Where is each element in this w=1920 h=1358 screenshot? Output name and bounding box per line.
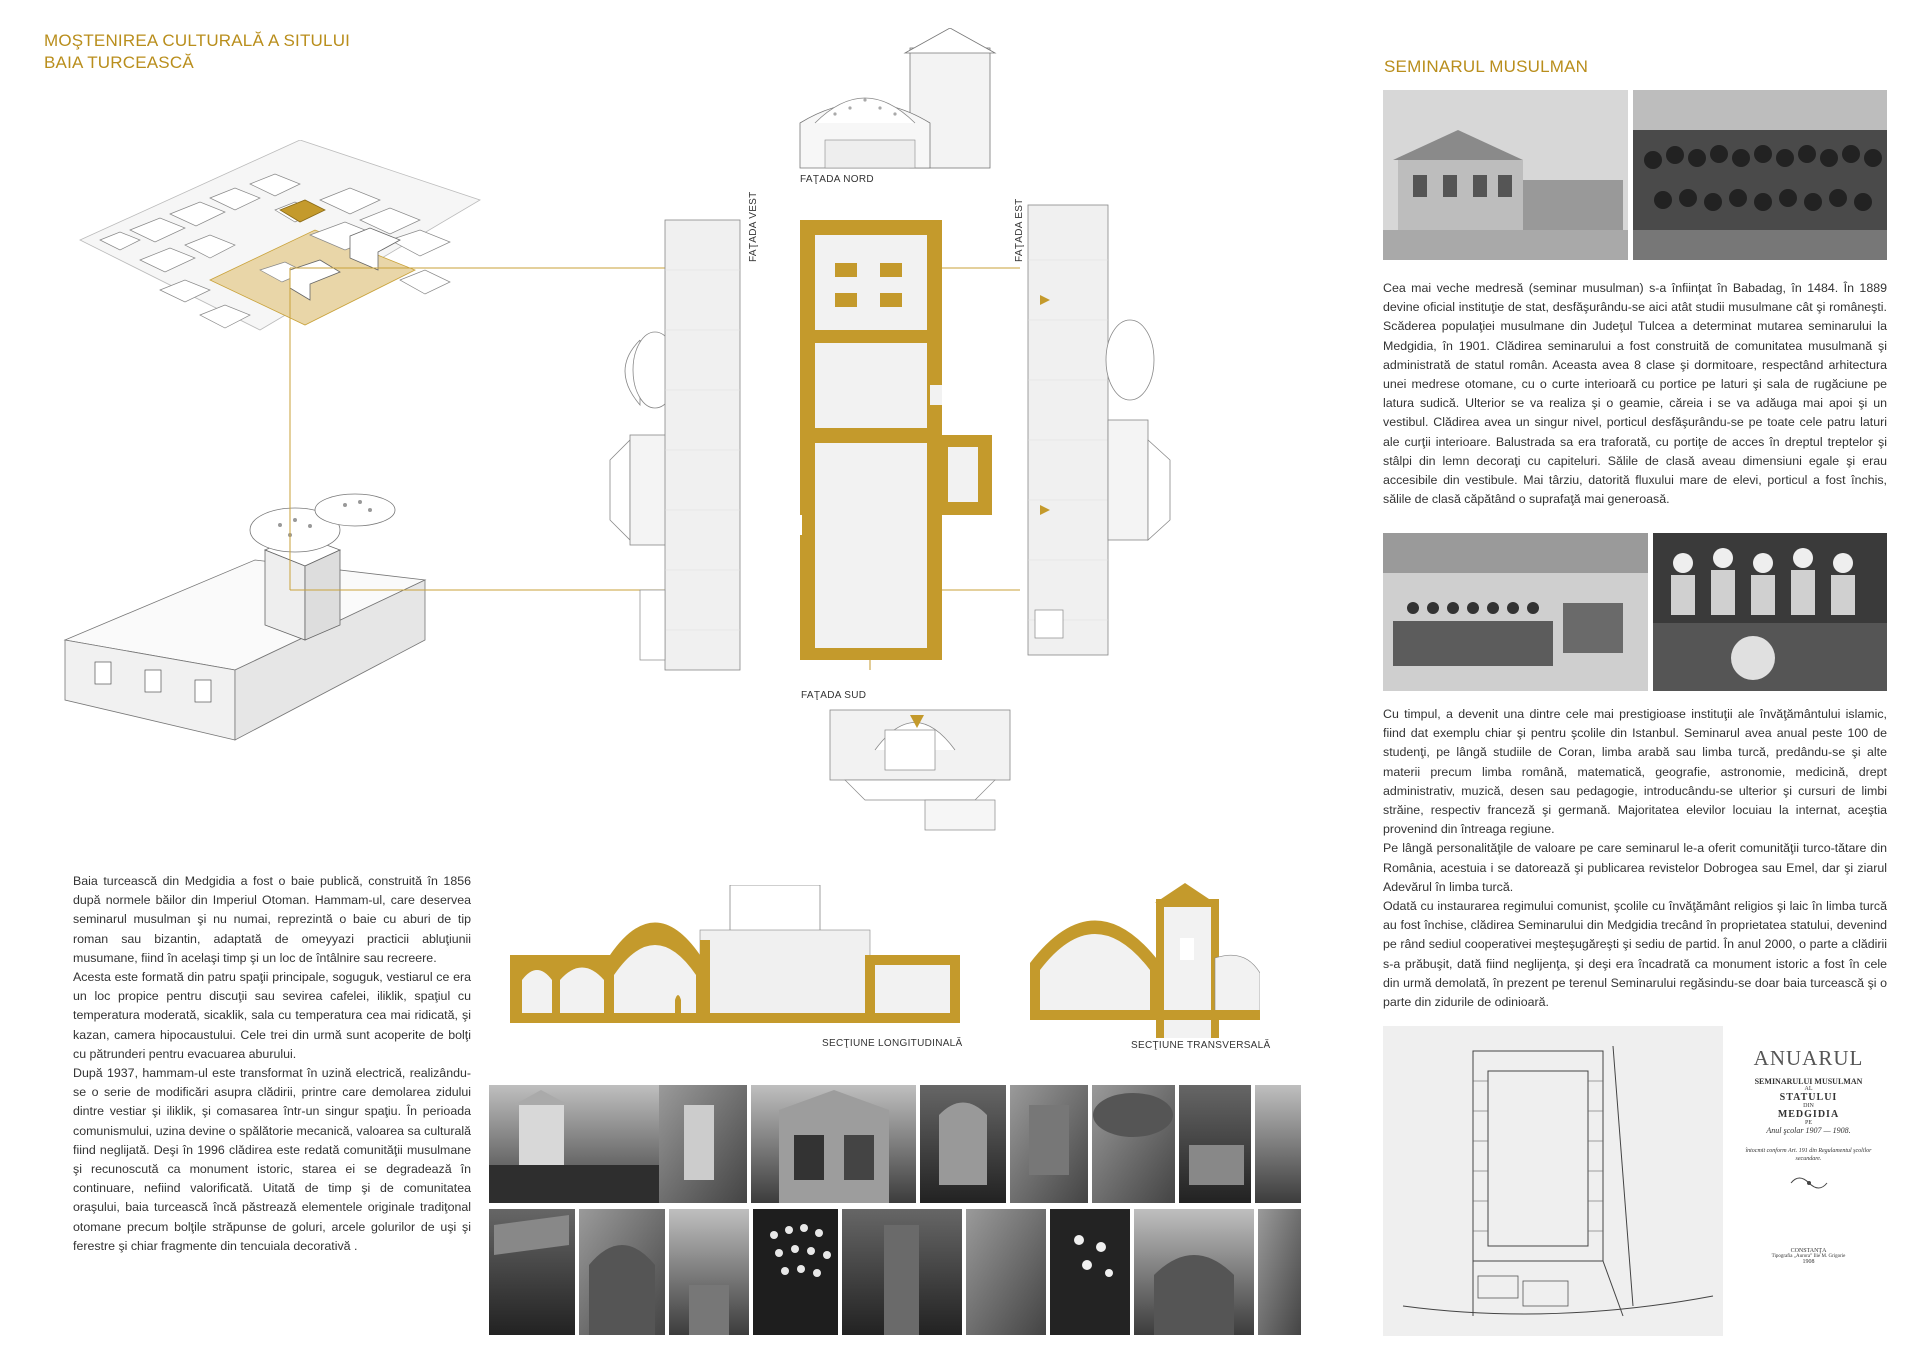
- anuarul-line: CONSTANŢA: [1790, 1248, 1827, 1254]
- longitudinal-section: [510, 885, 960, 1023]
- south-facade-drawing: [829, 709, 1011, 831]
- seminar-plan-sketch: [1383, 1026, 1723, 1336]
- east-facade-label: FAŢADA EST: [1014, 198, 1025, 262]
- title-line-2: BAIA TURCEASCĂ: [44, 53, 194, 72]
- anuarul-line: 1908: [1802, 1259, 1815, 1265]
- anuarul-line: Anul şcolar 1907 — 1908.: [1766, 1126, 1851, 1135]
- left-paragraph: Acesta este formată din patru spaţii pri…: [73, 970, 471, 1061]
- seminar-paragraph-1: Cea mai veche medresă (seminar musulman)…: [1383, 279, 1887, 509]
- bath-photo-grid: [489, 1085, 1301, 1335]
- heritage-title: MOŞTENIREA CULTURALĂ A SITULUI BAIA TURC…: [44, 30, 350, 74]
- ornament-icon: [1790, 1177, 1827, 1189]
- anuarul-cover: ANUARUL SEMINARULUI MUSULMAN AL STATULUI…: [1730, 1026, 1887, 1336]
- right-paragraph: Cea mai veche medresă (seminar musulman)…: [1383, 281, 1887, 507]
- title-line-1: MOŞTENIREA CULTURALĂ A SITULUI: [44, 31, 351, 50]
- longitudinal-section-label: SECŢIUNE LONGITUDINALĂ: [822, 1038, 963, 1049]
- anuarul-line: DIN: [1803, 1103, 1814, 1109]
- anuarul-line: MEDGIDIA: [1777, 1109, 1840, 1120]
- south-facade-label: FAŢADA SUD: [801, 690, 867, 701]
- site-axonometric: [79, 140, 481, 331]
- east-facade-drawing: [1027, 204, 1171, 656]
- left-paragraph: După 1937, hammam-ul este transformat în…: [73, 1066, 471, 1253]
- anuarul-line: SEMINARULUI MUSULMAN: [1754, 1077, 1863, 1086]
- west-facade-drawing: [609, 219, 741, 671]
- anuarul-line: Tipografia „Aurora” Ilie M. Grigorie: [1771, 1254, 1846, 1259]
- left-text: Baia turcească din Medgidia a fost o bai…: [73, 872, 471, 1256]
- transverse-section-label: SECŢIUNE TRANSVERSALĂ: [1131, 1040, 1271, 1051]
- seminar-title: SEMINARUL MUSULMAN: [1384, 57, 1589, 76]
- west-facade-label: FAŢADA VEST: [748, 191, 759, 262]
- bath-axonometric: [63, 493, 427, 741]
- seminar-paragraph-2: Cu timpul, a devenit una dintre cele mai…: [1383, 705, 1887, 1012]
- north-facade-label: FAŢADA NORD: [800, 174, 874, 185]
- seminar-classroom-photos: [1383, 533, 1887, 691]
- anuarul-line: STATULUI: [1779, 1092, 1838, 1103]
- anuarul-line: întocmit conform Art. 191 din Regulament…: [1745, 1148, 1872, 1162]
- left-paragraph: Baia turcească din Medgidia a fost o bai…: [73, 874, 471, 965]
- seminar-historic-photos: [1383, 90, 1887, 260]
- right-paragraph: Odată cu instaurarea regimului comunist,…: [1383, 899, 1887, 1010]
- right-paragraph: Cu timpul, a devenit una dintre cele mai…: [1383, 707, 1887, 837]
- floor-plan: [798, 220, 992, 670]
- anuarul-title: ANUARUL: [1753, 1046, 1864, 1070]
- right-paragraph: Pe lângă personalităţile de valoare pe c…: [1383, 841, 1887, 894]
- north-facade-drawing: [799, 28, 997, 169]
- transverse-section: [1030, 883, 1260, 1038]
- anuarul-line: PE: [1804, 1120, 1812, 1126]
- anuarul-line: AL: [1804, 1086, 1813, 1092]
